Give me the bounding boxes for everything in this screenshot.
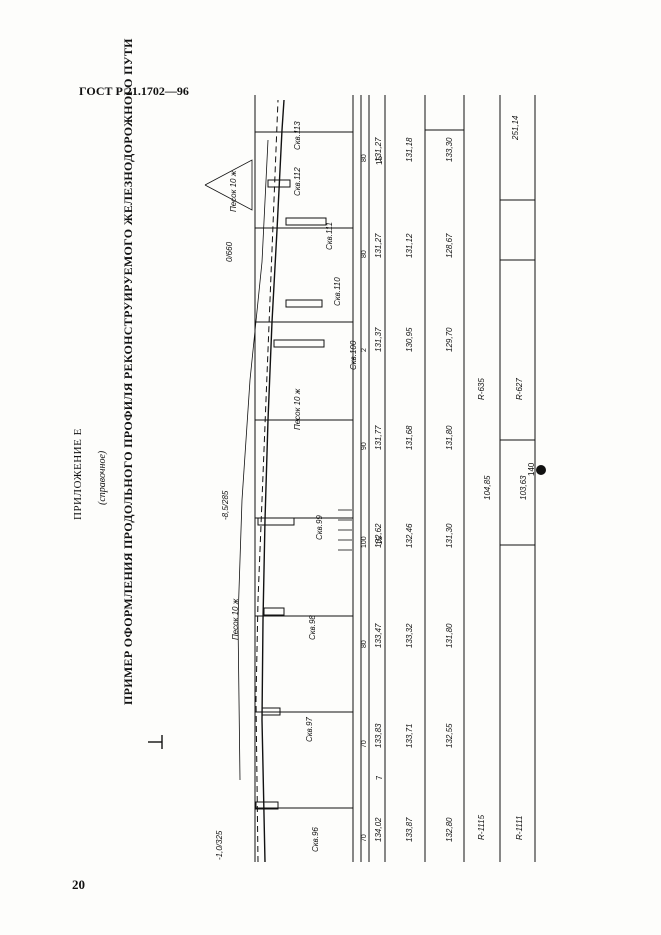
curve-radius: R-1111: [515, 816, 524, 840]
ground-elevation: 131,68: [405, 425, 414, 450]
slope-label: 0/660: [225, 241, 234, 262]
existing-elevation: 131,80: [445, 623, 454, 648]
soil-label: Песок 10 ж: [229, 170, 238, 212]
borehole-label: Скв.100: [349, 340, 358, 370]
existing-elevation: 128,67: [445, 233, 454, 258]
segment-length: 104,85: [483, 475, 492, 500]
picket-number: 80: [361, 154, 368, 162]
design-elevation: 131,27: [374, 137, 383, 162]
picket-number: 100: [361, 536, 368, 548]
ground-elevation: 133,87: [405, 817, 414, 842]
table-grid: [254, 95, 536, 862]
design-elevation: 131,27: [374, 233, 383, 258]
picket-number: 2: [361, 348, 368, 352]
existing-elevation: 131,30: [445, 523, 454, 548]
existing-elevation: 132,80: [445, 817, 454, 842]
segment-length: 103,63: [519, 475, 528, 500]
design-elevation: 131,77: [374, 425, 383, 450]
km-marker-icon: [536, 465, 546, 475]
page-number: 20: [72, 877, 85, 892]
design-elevation: 132,62: [374, 523, 383, 548]
curve-radius: R-627: [515, 378, 524, 400]
picket-number: 70: [361, 834, 368, 842]
ground-elevation: 132,46: [405, 523, 414, 548]
borehole-label: Скв.111: [325, 222, 334, 250]
document-header: ГОСТ Р 21.1702—96: [79, 84, 189, 98]
borehole-label: Скв.99: [315, 515, 324, 540]
profile-lines: [204, 99, 285, 863]
picket-number: 80: [361, 640, 368, 648]
benchmark-marker: [148, 735, 163, 749]
section-number: 15: [375, 156, 384, 165]
section-number: 15: [375, 536, 384, 545]
picket-rows: 70 134,02 133,87 132,80 70 133,83 133,71 132,55…: [361, 137, 454, 842]
curve-radius: R-1115: [477, 814, 486, 840]
borehole-label: Скв.112: [293, 167, 302, 196]
section-number: 7: [375, 775, 384, 780]
borehole-labels: Скв.96 Скв.97 Скв.98 Скв.99 Скв.100 Скв.110 Ск…: [293, 121, 358, 852]
design-elevation: 133,47: [374, 623, 383, 648]
borehole-label: Скв.113: [293, 121, 302, 150]
existing-elevation: 133,30: [445, 137, 454, 162]
picket-number: 90: [361, 442, 368, 450]
picket-number: 80: [361, 250, 368, 258]
design-elevation: 131,37: [374, 327, 383, 352]
ground-elevation: 133,71: [405, 724, 414, 748]
ground-elevation: 130,95: [405, 327, 414, 352]
borehole-label: Скв.98: [308, 615, 317, 640]
existing-elevation: 132,55: [445, 723, 454, 748]
ground-elevation: 133,32: [405, 623, 414, 648]
ground-elevation: 131,18: [405, 137, 414, 162]
soil-label: Песок 10 ж: [231, 598, 240, 640]
ground-elevation: 131,12: [405, 233, 414, 258]
picket-number: 70: [361, 740, 368, 748]
km-marker-label: 140: [527, 462, 536, 476]
existing-elevation: 131,80: [445, 425, 454, 450]
segment-length: 251,14: [511, 115, 520, 141]
slope-label: -1,0/325: [215, 830, 224, 860]
design-elevation: 134,02: [374, 817, 383, 842]
curve-radius: R-635: [477, 378, 486, 400]
borehole-label: Скв.96: [311, 827, 320, 852]
existing-elevation: 129,70: [445, 327, 454, 352]
boreholes: [255, 131, 327, 810]
soil-hatch: [338, 509, 352, 551]
borehole-label: Скв.110: [333, 277, 342, 306]
borehole-label: Скв.97: [305, 717, 314, 742]
slope-label: -8,5/285: [221, 490, 230, 520]
design-elevation: 133,83: [374, 723, 383, 748]
soil-label: Песок 10 ж: [293, 388, 302, 430]
